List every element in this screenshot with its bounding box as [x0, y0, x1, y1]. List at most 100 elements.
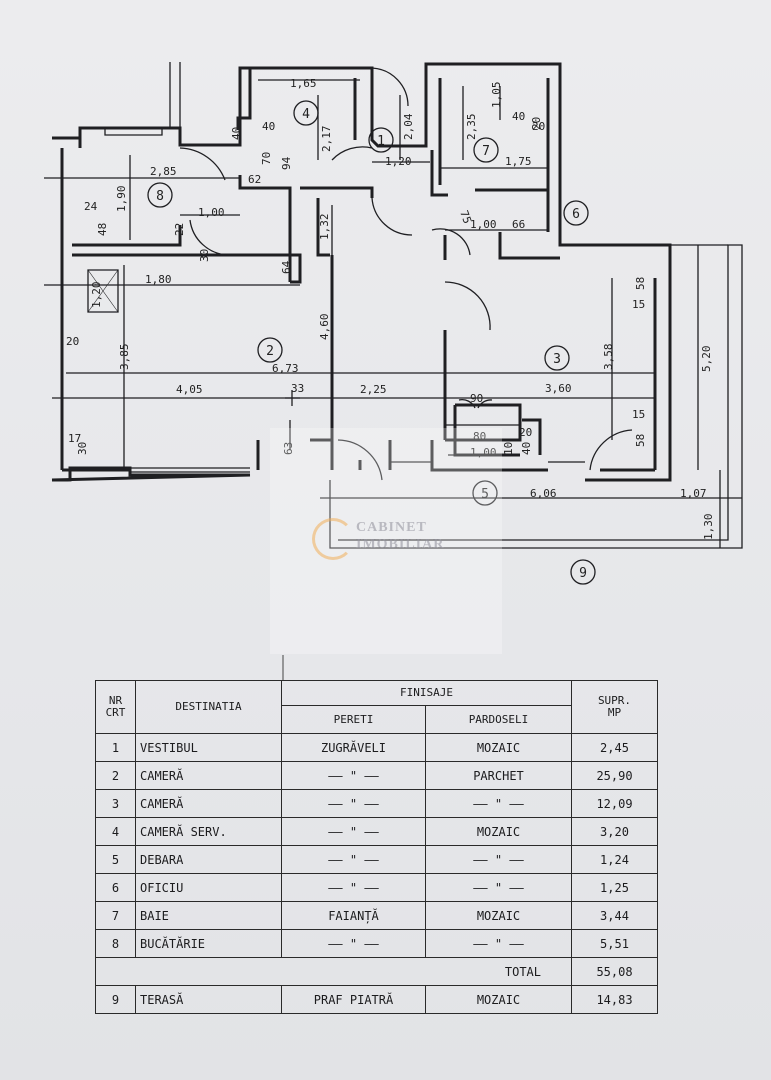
svg-text:4,60: 4,60	[318, 314, 331, 341]
header-pardoseli: PARDOSELI	[425, 705, 572, 734]
row-floors: —— " ——	[425, 789, 572, 818]
room-9-marker	[570, 559, 596, 585]
svg-text:24: 24	[84, 200, 98, 213]
svg-text:1,65: 1,65	[290, 77, 317, 90]
header-pereti: PERETI	[281, 705, 426, 734]
row-area: 1,24	[571, 845, 658, 874]
table-row: 1 VESTIBUL ZUGRĂVELI MOZAIC 2,45	[95, 733, 658, 762]
svg-text:20: 20	[532, 120, 545, 133]
row-destination: CAMERĂ	[135, 789, 282, 818]
svg-text:1,32: 1,32	[318, 214, 331, 241]
row-floors: —— " ——	[425, 873, 572, 902]
room-3-marker	[544, 345, 570, 371]
svg-text:30: 30	[198, 249, 211, 262]
row-nr: 2	[95, 761, 136, 790]
row-nr: 7	[95, 901, 136, 930]
row-nr: 1	[95, 733, 136, 762]
table-row: 2 CAMERĂ —— " —— PARCHET 25,90	[95, 761, 658, 790]
svg-text:94: 94	[280, 156, 293, 170]
svg-text:90: 90	[470, 392, 483, 405]
table-row: 7 BAIE FAIANȚĂ MOZAIC 3,44	[95, 901, 658, 930]
svg-text:40: 40	[230, 127, 243, 140]
row-area: 3,20	[571, 817, 658, 846]
row-destination: BUCĂTĂRIE	[135, 929, 282, 958]
svg-text:5,20: 5,20	[700, 346, 713, 373]
row-walls: PRAF PIATRĂ	[281, 985, 426, 1014]
room-6-marker	[563, 200, 589, 226]
row-walls: —— " ——	[281, 789, 426, 818]
svg-text:3,58: 3,58	[602, 344, 615, 371]
table-row: 3 CAMERĂ —— " —— —— " —— 12,09	[95, 789, 658, 818]
room-5-marker	[472, 480, 498, 506]
watermark-line-2: IMOBILIAR	[356, 537, 445, 552]
row-nr: 4	[95, 817, 136, 846]
svg-text:30: 30	[76, 442, 89, 455]
row-floors: MOZAIC	[425, 817, 572, 846]
row-destination: VESTIBUL	[135, 733, 282, 762]
svg-text:15: 15	[632, 298, 645, 311]
header-mp: MP	[607, 706, 622, 719]
svg-text:33: 33	[291, 382, 304, 395]
svg-text:1,20: 1,20	[90, 282, 103, 309]
svg-text:2,17: 2,17	[320, 126, 333, 153]
svg-text:2,85: 2,85	[150, 165, 177, 178]
row-area: 12,09	[571, 789, 658, 818]
room-1-marker	[368, 127, 394, 153]
svg-text:58: 58	[634, 277, 647, 290]
svg-text:58: 58	[634, 434, 647, 447]
room-2-label: 2	[266, 344, 274, 359]
header-supr: SUPR.	[597, 694, 632, 707]
dimension-labels: 1,65 2,17 2,04 1,20 2,35 1,05 1,75 2,85 …	[66, 77, 715, 540]
svg-text:64: 64	[280, 260, 293, 274]
svg-text:1,75: 1,75	[505, 155, 532, 168]
svg-text:4,05: 4,05	[176, 383, 203, 396]
row-area: 3,44	[571, 901, 658, 930]
svg-text:75: 75	[457, 209, 474, 226]
svg-text:3,85: 3,85	[118, 344, 131, 371]
room-6-label: 6	[572, 207, 580, 222]
row-walls: —— " ——	[281, 929, 426, 958]
svg-text:20: 20	[530, 117, 543, 130]
room-4-label: 4	[302, 107, 310, 122]
header-finisaje: FINISAJE	[281, 680, 572, 706]
room-7-marker	[473, 137, 499, 163]
row-area: 14,83	[571, 985, 658, 1014]
table-row: 8 BUCĂTĂRIE —— " —— —— " —— 5,51	[95, 929, 658, 958]
total-value: 55,08	[571, 957, 658, 986]
row-nr: 5	[95, 845, 136, 874]
wall-kitchen	[72, 225, 182, 247]
svg-text:70: 70	[260, 152, 273, 165]
finishes-schedule-table: NR CRT DESTINATIA FINISAJE SUPR. MP PERE…	[95, 680, 658, 1014]
row-floors: —— " ——	[425, 845, 572, 874]
room-9-label: 9	[579, 566, 587, 581]
row-destination: CAMERĂ	[135, 761, 282, 790]
header-destinatia: DESTINATIA	[135, 680, 282, 734]
svg-text:62: 62	[248, 173, 261, 186]
row-walls: —— " ——	[281, 817, 426, 846]
total-row: TOTAL 55,08	[95, 957, 658, 986]
floor-plan: 4 1 7 8 6 2 3 5 9 1,65 2,17 2,04 1,20 2,…	[44, 62, 743, 680]
schedule-subheader-row: PERETI PARDOSELI	[96, 705, 658, 734]
row-walls: —— " ——	[281, 873, 426, 902]
svg-text:2,25: 2,25	[360, 383, 387, 396]
svg-text:6,06: 6,06	[530, 487, 557, 500]
svg-text:66: 66	[512, 218, 525, 231]
row-walls: ZUGRĂVELI	[281, 733, 426, 762]
row-nr: 3	[95, 789, 136, 818]
row-destination: DEBARA	[135, 845, 282, 874]
room-5-label: 5	[481, 487, 489, 502]
row-area: 2,45	[571, 733, 658, 762]
row-destination: OFICIU	[135, 873, 282, 902]
row-area: 5,51	[571, 929, 658, 958]
row-floors: MOZAIC	[425, 901, 572, 930]
row-floors: MOZAIC	[425, 733, 572, 762]
row-nr: 9	[95, 985, 136, 1014]
room-8-label: 8	[156, 189, 164, 204]
svg-text:15: 15	[632, 408, 645, 421]
row-walls: —— " ——	[281, 845, 426, 874]
row-area: 1,25	[571, 873, 658, 902]
room-3-label: 3	[553, 352, 561, 367]
room-4-marker	[293, 100, 319, 126]
svg-text:1,90: 1,90	[115, 186, 128, 213]
svg-text:40: 40	[262, 120, 275, 133]
